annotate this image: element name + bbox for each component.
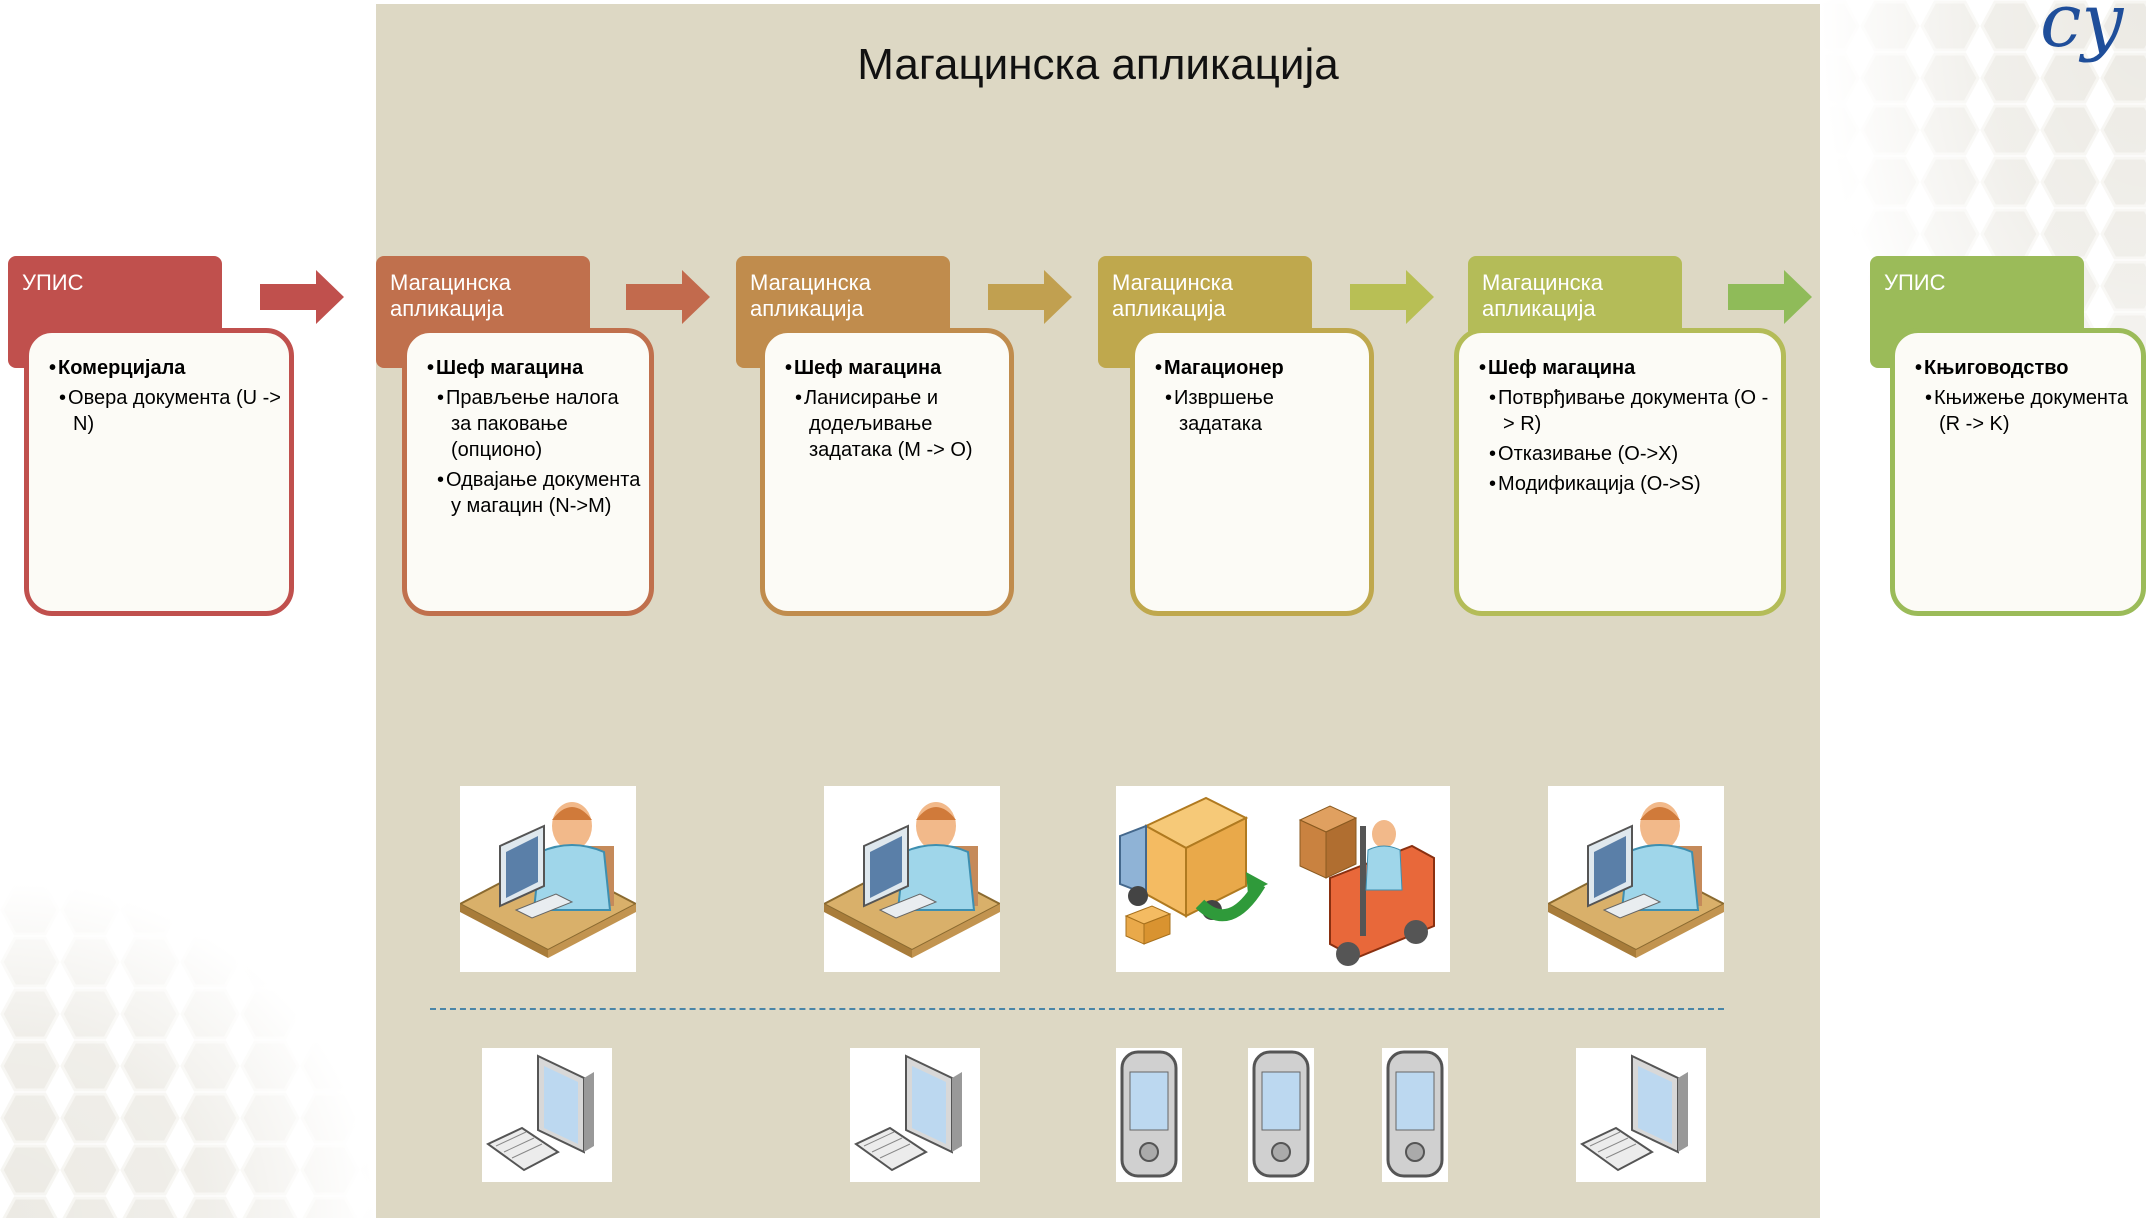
- desktop-computer-icon: [1576, 1048, 1706, 1182]
- diagram-title: Магацинска апликација: [857, 40, 1339, 89]
- handheld-terminal-icon: [1116, 1048, 1182, 1182]
- step-role: Магационер: [1155, 355, 1361, 381]
- company-logo: cy: [2040, 0, 2124, 64]
- step-box-2: Шеф магацинаПрављење налога за паковање …: [402, 328, 654, 616]
- step-task: Прављење налога за паковање (опционо): [427, 385, 641, 463]
- delivery-truck-icon: [1116, 786, 1450, 972]
- step-task: Потврђивање документа (O -> R): [1479, 385, 1773, 437]
- handheld-terminal-icon: [1248, 1048, 1314, 1182]
- step-role: Књиговодство: [1915, 355, 2133, 381]
- step-task: Ланисирање и додељивање задатака (M -> O…: [785, 385, 1001, 463]
- dashed-separator: [430, 1008, 1724, 1010]
- operator-at-desk-icon: [1548, 786, 1724, 972]
- step-task: Извршење задатака: [1155, 385, 1361, 437]
- step-task: Овера документа (U -> N): [49, 385, 281, 437]
- handheld-terminal-icon: [1382, 1048, 1448, 1182]
- step-box-5: Шеф магацинаПотврђивање документа (O -> …: [1454, 328, 1786, 616]
- step-task: Модификација (O->S): [1479, 471, 1773, 497]
- step-box-1: КомерцијалаОвера документа (U -> N): [24, 328, 294, 616]
- step-task: Одвајање документа у магацин (N->M): [427, 467, 641, 519]
- step-role: Шеф магацина: [785, 355, 1001, 381]
- step-task: Књижење документа (R -> K): [1915, 385, 2133, 437]
- step-role: Комерцијала: [49, 355, 281, 381]
- desktop-computer-icon: [850, 1048, 980, 1182]
- desktop-computer-icon: [482, 1048, 612, 1182]
- step-role: Шеф магацина: [1479, 355, 1773, 381]
- step-role: Шеф магацина: [427, 355, 641, 381]
- step-box-3: Шеф магацинаЛанисирање и додељивање зада…: [760, 328, 1014, 616]
- operator-at-desk-icon: [460, 786, 636, 972]
- operator-at-desk-icon: [824, 786, 1000, 972]
- step-task: Отказивање (O->X): [1479, 441, 1773, 467]
- step-box-6: КњиговодствоКњижење документа (R -> K): [1890, 328, 2146, 616]
- step-box-4: МагационерИзвршење задатака: [1130, 328, 1374, 616]
